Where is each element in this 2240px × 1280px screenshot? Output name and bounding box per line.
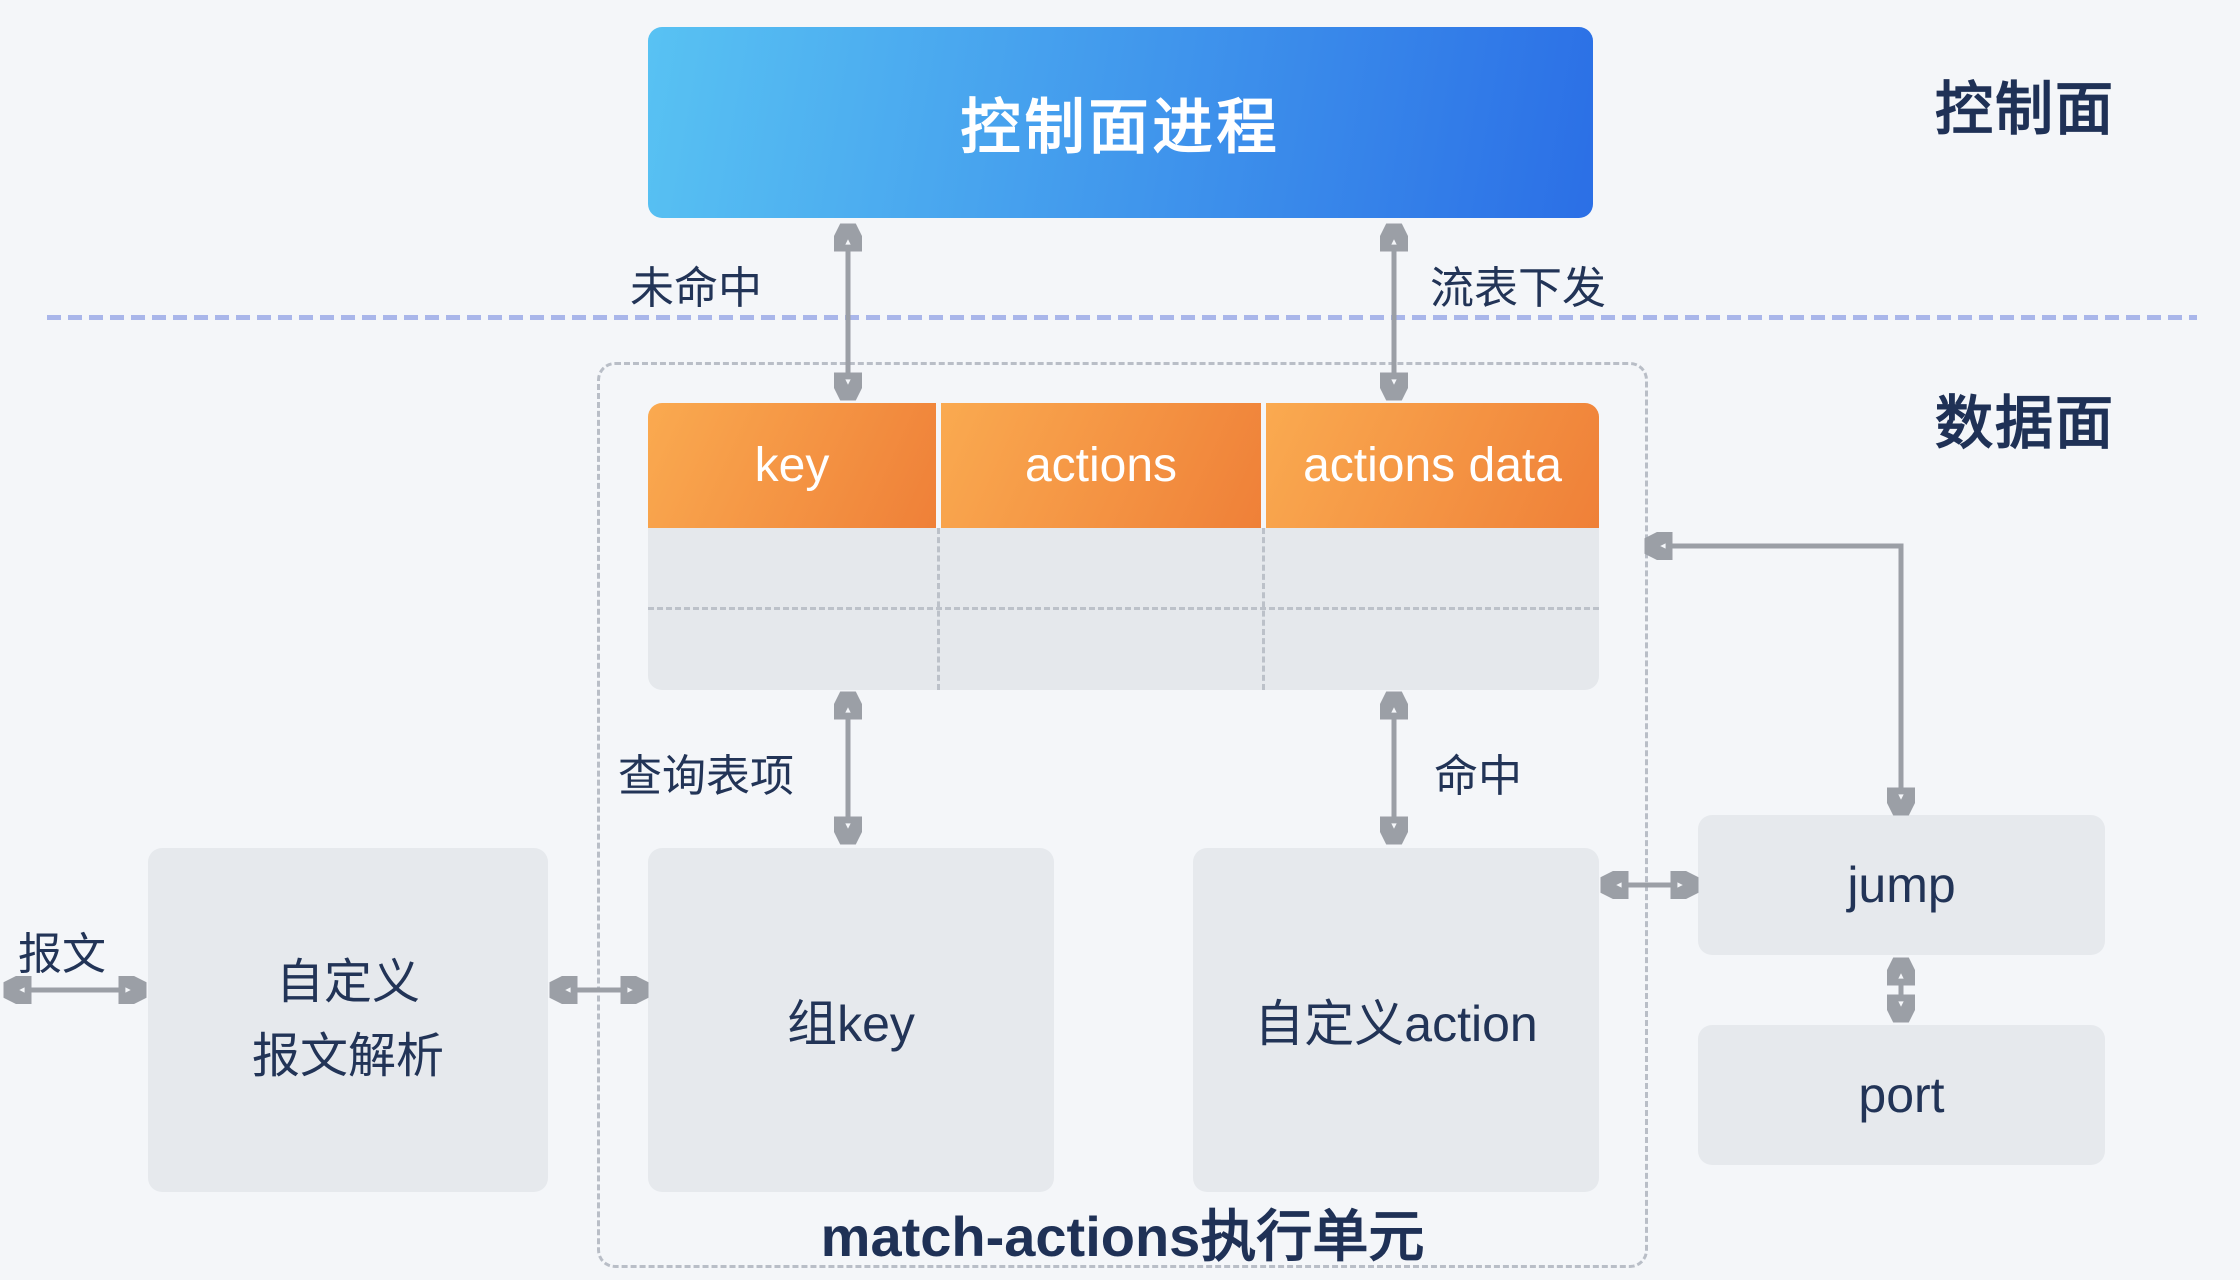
packet-label: 报文 [18,930,106,979]
port-label: port [1858,1067,1945,1123]
control-plane-process-box: 控制面进程 [648,27,1593,218]
flow-table-header-actions-data: actions data [1266,403,1599,528]
control-plane-process-label: 控制面进程 [960,94,1281,161]
group-key-label: 组key [787,996,915,1052]
custom-action-box: 自定义action [1193,848,1599,1192]
match-actions-container-label: match-actions执行单元 [820,1205,1425,1268]
jump-label: jump [1847,857,1956,913]
data-plane-label: 数据面 [1935,391,2116,456]
jump-table-elbow-arrow [1667,546,1901,793]
hit-label: 命中 [1434,752,1522,801]
group-key-box: 组key [648,848,1054,1192]
custom-action-label: 自定义action [1254,996,1538,1052]
flow-table-header-key-label: key [754,439,830,492]
flow-install-label: 流表下发 [1430,264,1606,313]
control-plane-label: 控制面 [1935,77,2116,142]
custom-packet-parser-box: 自定义 报文解析 [148,848,548,1192]
flow-table-header-actions-label: actions [1024,439,1178,492]
lookup-entry-label: 查询表项 [618,752,794,801]
custom-packet-parser-line2: 报文解析 [251,1030,444,1083]
flow-table-row-divider [648,607,1599,610]
miss-label: 未命中 [630,264,762,313]
flow-table-header-actions: actions [941,403,1261,528]
flow-table-header-actions-data-label: actions data [1303,439,1562,492]
flow-table-body [648,528,1599,690]
flow-table-header-key: key [648,403,936,528]
port-box: port [1698,1025,2105,1165]
plane-divider-dashed-line [47,315,2197,320]
custom-packet-parser-line1: 自定义 [275,955,420,1009]
jump-box: jump [1698,815,2105,955]
